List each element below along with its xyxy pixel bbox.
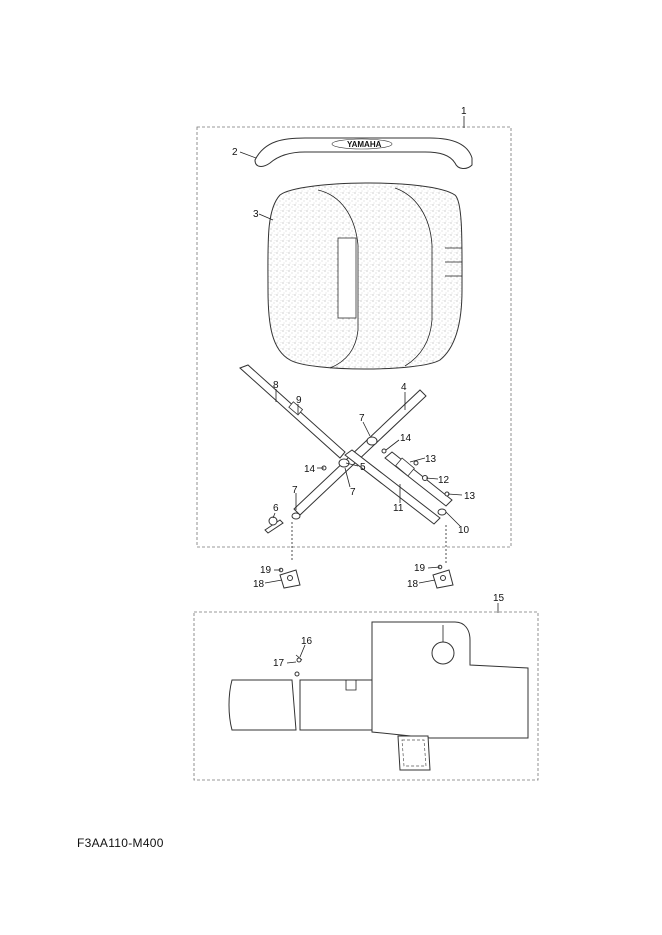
callout-1: 1	[461, 106, 467, 117]
support-rods	[239, 364, 453, 565]
kit-box-lower	[193, 611, 539, 781]
brand-label: YAMAHA	[347, 140, 382, 149]
callout-19-right: 19	[414, 563, 426, 574]
seat-cushion	[267, 182, 463, 370]
callout-6: 6	[273, 503, 279, 514]
bracket-right	[432, 569, 454, 589]
part-code: F3AA110-M400	[77, 836, 164, 850]
callout-10: 10	[458, 525, 470, 536]
callout-18-right: 18	[407, 579, 419, 590]
callout-2: 2	[232, 147, 238, 158]
callout-7-upper: 7	[359, 413, 365, 424]
callout-12: 12	[438, 475, 450, 486]
callout-3: 3	[253, 209, 259, 220]
bracket-left	[279, 569, 301, 589]
callout-19-left: 19	[260, 565, 272, 576]
leader-lines	[239, 116, 499, 664]
callout-13-upper: 13	[425, 454, 437, 465]
callout-7-middle: 7	[350, 487, 356, 498]
callout-8: 8	[273, 380, 279, 391]
callout-4: 4	[401, 382, 407, 393]
callout-5: 5	[360, 462, 366, 473]
callout-14-right: 14	[400, 433, 412, 444]
callout-9: 9	[296, 395, 302, 406]
callout-11: 11	[393, 503, 404, 514]
callout-16: 16	[301, 636, 313, 647]
callout-18-left: 18	[253, 579, 265, 590]
kit-box-upper	[196, 126, 512, 548]
grab-handle: YAMAHA	[254, 137, 473, 169]
callout-17: 17	[273, 658, 285, 669]
callout-13-lower: 13	[464, 491, 476, 502]
callout-7-left: 7	[292, 485, 298, 496]
callout-14-left: 14	[304, 464, 316, 475]
floor-mats	[228, 621, 529, 771]
callout-15: 15	[493, 593, 505, 604]
